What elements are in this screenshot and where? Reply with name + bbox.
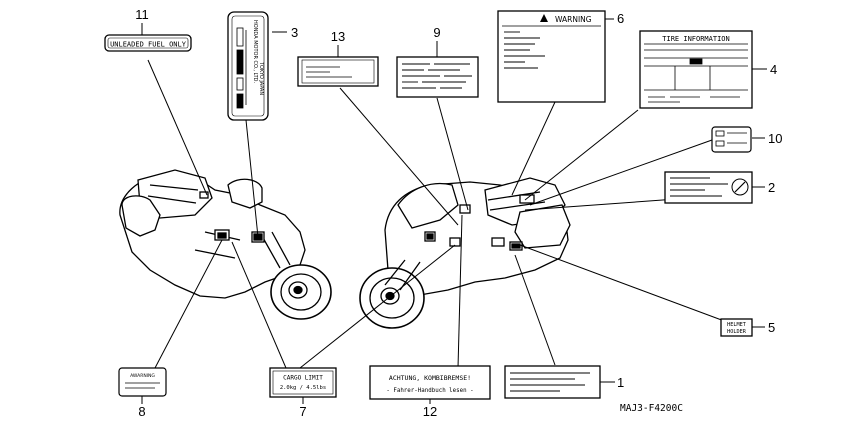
callout-7: 7 bbox=[299, 404, 306, 419]
cargo-line-1: CARGO LIMIT bbox=[283, 375, 323, 382]
label-tire-information: TIRE INFORMATION bbox=[639, 30, 753, 109]
label-awarning-small: AWARNING bbox=[118, 367, 167, 397]
achtung-line-1: ACHTUNG, KOMBIBREMSE! bbox=[389, 374, 471, 382]
callout-3: 3 bbox=[291, 25, 298, 40]
callout-13: 13 bbox=[331, 29, 345, 44]
callout-8: 8 bbox=[138, 404, 145, 419]
cargo-line-2: 2.0kg / 4.5lbs bbox=[280, 385, 326, 391]
helmet-line-2: HOLDER bbox=[727, 329, 747, 335]
label-unleaded-fuel: UNLEADED FUEL ONLY bbox=[104, 34, 192, 52]
callout-10: 10 bbox=[768, 131, 782, 146]
helmet-line-1: HELMET bbox=[727, 322, 746, 328]
callout-12: 12 bbox=[423, 404, 437, 419]
motorcycle-left-illustration bbox=[119, 169, 332, 320]
honda-line-2: TOKYO JAPAN bbox=[258, 61, 264, 95]
callout-4: 4 bbox=[770, 62, 777, 77]
label-honda-plate: HONDA MOTOR CO., LTD. TOKYO JAPAN bbox=[227, 11, 269, 121]
callout-11: 11 bbox=[135, 7, 149, 22]
achtung-line-2: - Fahrer-Handbuch lesen - bbox=[386, 388, 473, 394]
label-achtung: ACHTUNG, KOMBIBREMSE! - Fahrer-Handbuch … bbox=[369, 365, 491, 400]
warning-title: WARNING bbox=[555, 15, 592, 24]
label-2-with-dial bbox=[664, 171, 753, 204]
label-10-small bbox=[711, 126, 752, 153]
motorcycle-right-illustration bbox=[359, 177, 571, 329]
fuel-label-text: UNLEADED FUEL ONLY bbox=[110, 41, 187, 49]
label-1-blank bbox=[504, 365, 601, 399]
callout-9: 9 bbox=[433, 25, 440, 40]
callout-5: 5 bbox=[768, 320, 775, 335]
tire-title: TIRE INFORMATION bbox=[662, 35, 729, 43]
honda-line-1: HONDA MOTOR CO., LTD. bbox=[252, 20, 258, 84]
label-helmet-holder: HELMET HOLDER bbox=[720, 318, 753, 337]
label-13-blank bbox=[297, 56, 379, 87]
callout-6: 6 bbox=[617, 11, 624, 26]
label-9-text-block bbox=[396, 56, 479, 98]
label-warning: WARNING bbox=[497, 10, 606, 103]
diagram-reference-code: MAJ3-F4200C bbox=[620, 403, 683, 414]
awarning-title: AWARNING bbox=[130, 373, 155, 379]
callout-2: 2 bbox=[768, 180, 775, 195]
callout-1: 1 bbox=[617, 375, 624, 390]
label-cargo-limit: CARGO LIMIT 2.0kg / 4.5lbs bbox=[269, 367, 337, 398]
